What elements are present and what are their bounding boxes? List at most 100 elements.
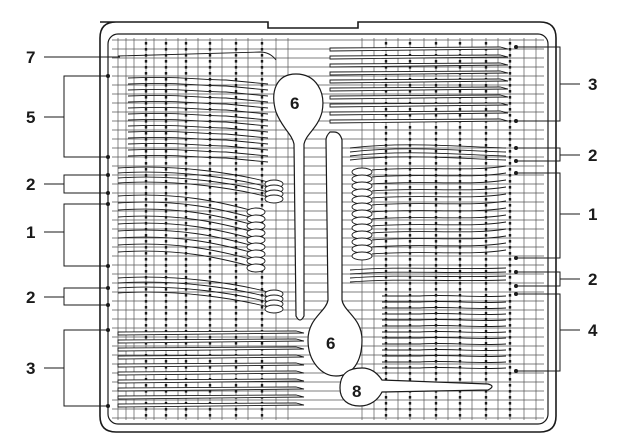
callout-3-left: 3 <box>26 359 35 378</box>
rack-wire-dot <box>184 192 188 195</box>
rack-wire-dot <box>508 264 512 267</box>
rack-wire-dot <box>458 156 462 159</box>
rack-wire-dot <box>144 174 148 177</box>
rack-wire-dot <box>484 246 488 249</box>
rack-wire-dot <box>384 258 388 261</box>
rack-wire-dot <box>384 150 388 153</box>
rack-wire-dot <box>434 198 438 201</box>
rack-wire-dot <box>384 324 388 327</box>
rack-wire-dot <box>260 72 264 75</box>
rack-wire-dot <box>408 378 412 381</box>
rack-wire-dot <box>164 288 168 291</box>
fork <box>127 142 269 151</box>
knife <box>117 354 305 360</box>
rack-wire-dot <box>434 234 438 237</box>
rack-wire-dot <box>484 222 488 225</box>
rack-wire-dot <box>458 240 462 243</box>
spoon-handle <box>117 215 251 232</box>
rack-wire-dot <box>384 348 388 351</box>
rack-wire-dot <box>384 204 388 207</box>
rack-wire-dot <box>234 234 238 237</box>
rack-wire-dot <box>164 216 168 219</box>
rack-wire-dot <box>408 192 412 195</box>
knife <box>117 386 305 392</box>
rack-wire-dot <box>458 324 462 327</box>
rack-wire-dot <box>434 402 438 405</box>
rack-wire-dot <box>208 198 212 201</box>
rack-wire-dot <box>184 162 188 165</box>
rack-wire-dot <box>208 234 212 237</box>
spoon <box>349 152 507 157</box>
rack-wire-dot <box>234 132 238 135</box>
rack-wire-dot <box>164 408 168 411</box>
callout-6-top: 6 <box>290 94 299 113</box>
rack-wire-dot <box>144 408 148 411</box>
rack-wire-dot <box>144 120 148 123</box>
rack-wire-dot <box>234 204 238 207</box>
rack-wire-dot <box>434 228 438 231</box>
spoon-handle <box>371 200 507 206</box>
rack-wire-dot <box>208 168 212 171</box>
rack-wire-dot <box>408 282 412 285</box>
serving-spoon-top <box>273 73 324 321</box>
knife <box>329 70 509 76</box>
rack-wire-dot <box>144 246 148 249</box>
rack-wire-dot <box>384 108 388 111</box>
rack-wire-dot <box>234 186 238 189</box>
fork <box>127 130 269 139</box>
knife <box>329 102 509 108</box>
rack-wire-dot <box>484 306 488 309</box>
rack-wire-dot <box>434 264 438 267</box>
knife <box>329 94 509 100</box>
fork <box>382 342 507 346</box>
rack-wire-dot <box>508 372 512 375</box>
rack-wire-dot <box>234 96 238 99</box>
rack-wire-dot <box>508 270 512 273</box>
fork <box>382 324 507 328</box>
rack-wire-dot <box>458 390 462 393</box>
rack-wire-dot <box>484 354 488 357</box>
rack-wire-dot <box>164 108 168 111</box>
rack-wire-dot <box>184 288 188 291</box>
rack-wire-dot <box>434 240 438 243</box>
rack-wire-dot <box>260 408 264 411</box>
rack-wire-dot <box>408 330 412 333</box>
fork <box>382 354 507 358</box>
rack-wire-dot <box>484 132 488 135</box>
rack-wire-dot <box>458 414 462 417</box>
rack-wire-dot <box>144 192 148 195</box>
rack-wire-dot <box>208 408 212 411</box>
rack-wire-dot <box>408 60 412 63</box>
rack-wire-dot <box>508 90 512 93</box>
fork <box>127 82 269 91</box>
rack-wire-dot <box>260 384 264 387</box>
rack-wire-dot <box>184 366 188 369</box>
rack-wire-dot <box>144 366 148 369</box>
spoon-handle <box>117 194 251 211</box>
rack-wire-dot <box>508 132 512 135</box>
rack-wire-dot <box>144 306 148 309</box>
rack-wire-dot <box>484 210 488 213</box>
rack-wire-dot <box>384 402 388 405</box>
rack-wire-dot <box>508 312 512 315</box>
rack-wire-dot <box>384 114 388 117</box>
rack-wire-dot <box>208 282 212 285</box>
rack-wire-dot <box>164 312 168 315</box>
rack-wire-dot <box>144 156 148 159</box>
rack-wire-dot <box>484 192 488 195</box>
rack-wire-dot <box>144 234 148 237</box>
rack-wire-dot <box>208 306 212 309</box>
rack-wire-dot <box>384 414 388 417</box>
rack-wire-dot <box>144 258 148 261</box>
rack-wire-dot <box>164 114 168 117</box>
rack-wire-dot <box>484 414 488 417</box>
rack-wire-dot <box>144 228 148 231</box>
rack-wire-dot <box>508 366 512 369</box>
rack-wire-dot <box>484 348 488 351</box>
rack-wire-dot <box>484 390 488 393</box>
rack-wire-dot <box>408 306 412 309</box>
rack-wire-dot <box>208 174 212 177</box>
rack-wire-dot <box>508 180 512 183</box>
rack-wire-dot <box>434 66 438 69</box>
spoon-handle <box>117 176 269 193</box>
